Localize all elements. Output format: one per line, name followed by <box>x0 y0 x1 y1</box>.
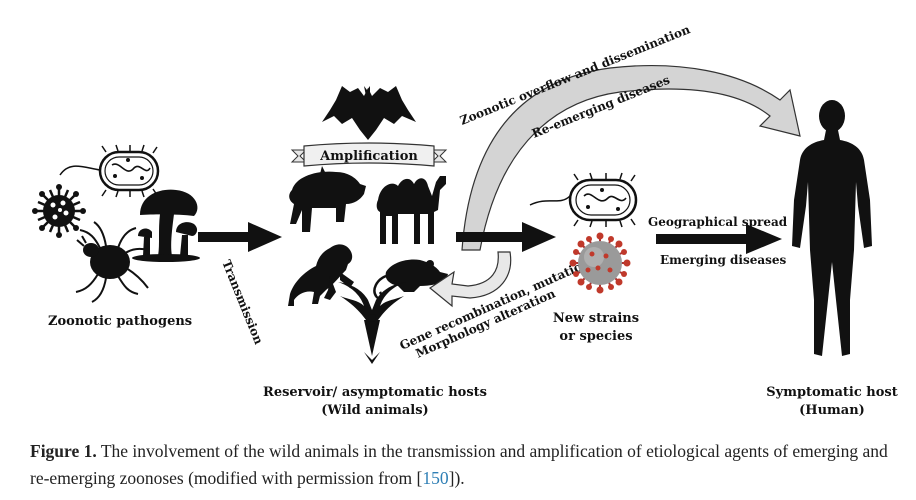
chimpanzee-icon <box>288 244 354 306</box>
transmission-label: Transmission <box>219 258 266 347</box>
new-strains-label-line1: New strains <box>553 311 639 326</box>
amplification-label: Amplification <box>319 149 418 164</box>
new-strain-bacterium-icon <box>529 172 638 228</box>
rat-icon <box>373 259 448 300</box>
zoonosis-diagram: Zoonotic pathogens Transmission Amplific… <box>32 22 898 418</box>
figure-number: Figure 1. <box>30 441 97 461</box>
caption-text: The involvement of the wild animals in t… <box>30 441 888 488</box>
new-strains-label-line2: or species <box>559 329 632 344</box>
amplification-banner <box>290 142 448 167</box>
mutation-return-arrow <box>428 251 512 308</box>
spread-arrow <box>656 224 782 254</box>
amplification-to-strains-arrow <box>456 222 556 252</box>
symptomatic-host-label-line1: Symptomatic host <box>766 385 897 400</box>
human-icon <box>792 100 872 356</box>
reference-link[interactable]: 150 <box>422 468 449 488</box>
emerging-diseases-label: Emerging diseases <box>660 253 787 267</box>
tick-icon <box>75 221 149 303</box>
bat-icon <box>322 86 416 140</box>
camel-icon <box>376 176 446 244</box>
caption-text-end: ]). <box>448 468 465 488</box>
bacterium-icon <box>59 144 160 198</box>
symptomatic-host-label-line2: (Human) <box>799 403 865 418</box>
geographical-spread-label: Geographical spread <box>648 215 788 229</box>
overflow-curved-arrow <box>461 64 801 251</box>
transmission-arrow <box>198 222 282 252</box>
eagle-icon <box>338 282 406 364</box>
reservoir-label-line2: (Wild animals) <box>321 403 428 418</box>
virus-icon <box>32 184 86 238</box>
figure-caption: Figure 1. The involvement of the wild an… <box>30 438 900 492</box>
reservoir-label-line1: Reservoir/ asymptomatic hosts <box>263 385 487 400</box>
coronavirus-icon <box>569 232 631 294</box>
zoonotic-pathogens-label: Zoonotic pathogens <box>48 314 192 329</box>
boar-icon <box>289 166 366 232</box>
mushroom-icon <box>132 189 200 262</box>
